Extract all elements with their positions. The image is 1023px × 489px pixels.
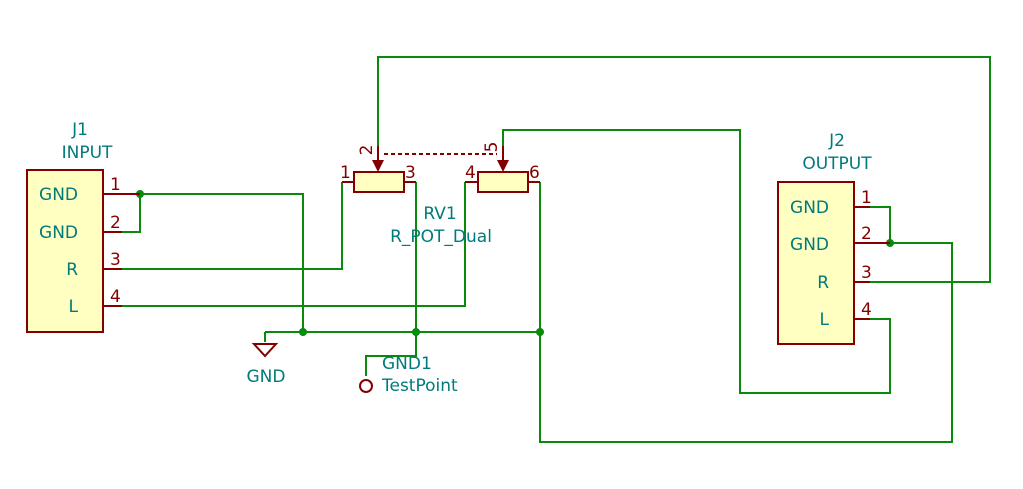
rv1-resistor-a	[353, 171, 405, 193]
testpoint-ref: GND1	[382, 354, 432, 374]
rv1-wiper-2-arrow-icon	[372, 160, 384, 172]
wire-testpoint	[365, 332, 417, 376]
rv1-wiper-5-arrow-icon	[497, 160, 509, 172]
j2-pin-num-3: 3	[861, 263, 872, 283]
wire-rv1-pin6	[539, 182, 953, 443]
gnd-triangle-icon	[251, 343, 279, 358]
rv1-pin-num-3: 3	[405, 163, 416, 183]
j2-ref: J2	[828, 131, 845, 151]
rv1-pin-num-5: 5	[482, 142, 502, 153]
wire-j1-l	[122, 182, 466, 307]
j2-pin-name-3: R	[817, 273, 829, 293]
connector-j1[interactable]: J1 INPUT GND GND R L 1 2 3 4	[26, 120, 140, 333]
wire-j1-gnd2	[122, 194, 141, 233]
rv1-pin-num-4: 4	[465, 163, 476, 183]
rv1-value: R_POT_Dual	[390, 227, 492, 247]
junction-dot	[536, 328, 544, 336]
j1-pin-num-4: 4	[110, 287, 121, 307]
junction-dot	[299, 328, 307, 336]
wire-j2-gnd	[870, 206, 891, 244]
j1-pin-name-1: GND	[39, 185, 78, 205]
j1-pin-num-2: 2	[110, 213, 121, 233]
testpoint-value: TestPoint	[381, 376, 458, 396]
j1-body	[26, 169, 104, 333]
wires	[122, 56, 991, 443]
gnd-label: GND	[247, 367, 286, 387]
j1-pin-num-3: 3	[110, 250, 121, 270]
wire-j1-r	[122, 182, 343, 270]
j2-pin-num-2: 2	[861, 224, 872, 244]
j1-pin-name-4: L	[69, 297, 79, 317]
rv1-pin-num-6: 6	[529, 163, 540, 183]
wire-rv1-wiper2	[377, 56, 991, 283]
j1-pin-num-1: 1	[110, 175, 121, 195]
j2-body	[777, 181, 855, 345]
j1-value: INPUT	[62, 143, 113, 163]
j2-pin-name-2: GND	[790, 235, 829, 255]
wire-j1-gnd1	[140, 193, 304, 332]
junction-dot	[412, 328, 420, 336]
testpoint-gnd1[interactable]: GND1 TestPoint	[359, 354, 458, 396]
j1-ref: J1	[71, 120, 88, 140]
rv1-ref: RV1	[423, 204, 456, 224]
rv1-pin-num-2: 2	[357, 145, 377, 156]
connector-j2[interactable]: J2 OUTPUT GND GND R L 1 2 3 4	[777, 131, 890, 345]
j2-pin-name-4: L	[820, 310, 830, 330]
j2-pin-name-1: GND	[790, 198, 829, 218]
rv1-pin-num-1: 1	[340, 163, 351, 183]
testpoint-circle-icon	[359, 379, 373, 393]
potentiometer-rv1[interactable]: 1 2 3 4 5 6 RV1 R_POT_Dual	[340, 142, 540, 247]
j1-pin-name-3: R	[66, 260, 78, 280]
rv1-resistor-b	[477, 171, 529, 193]
gnd-symbol[interactable]: GND	[247, 343, 286, 387]
j2-pin-num-1: 1	[861, 188, 872, 208]
wire-rv1-wiper5	[502, 129, 891, 394]
j1-pin-name-2: GND	[39, 223, 78, 243]
j2-pin-num-4: 4	[861, 300, 872, 320]
j2-value: OUTPUT	[802, 154, 872, 174]
